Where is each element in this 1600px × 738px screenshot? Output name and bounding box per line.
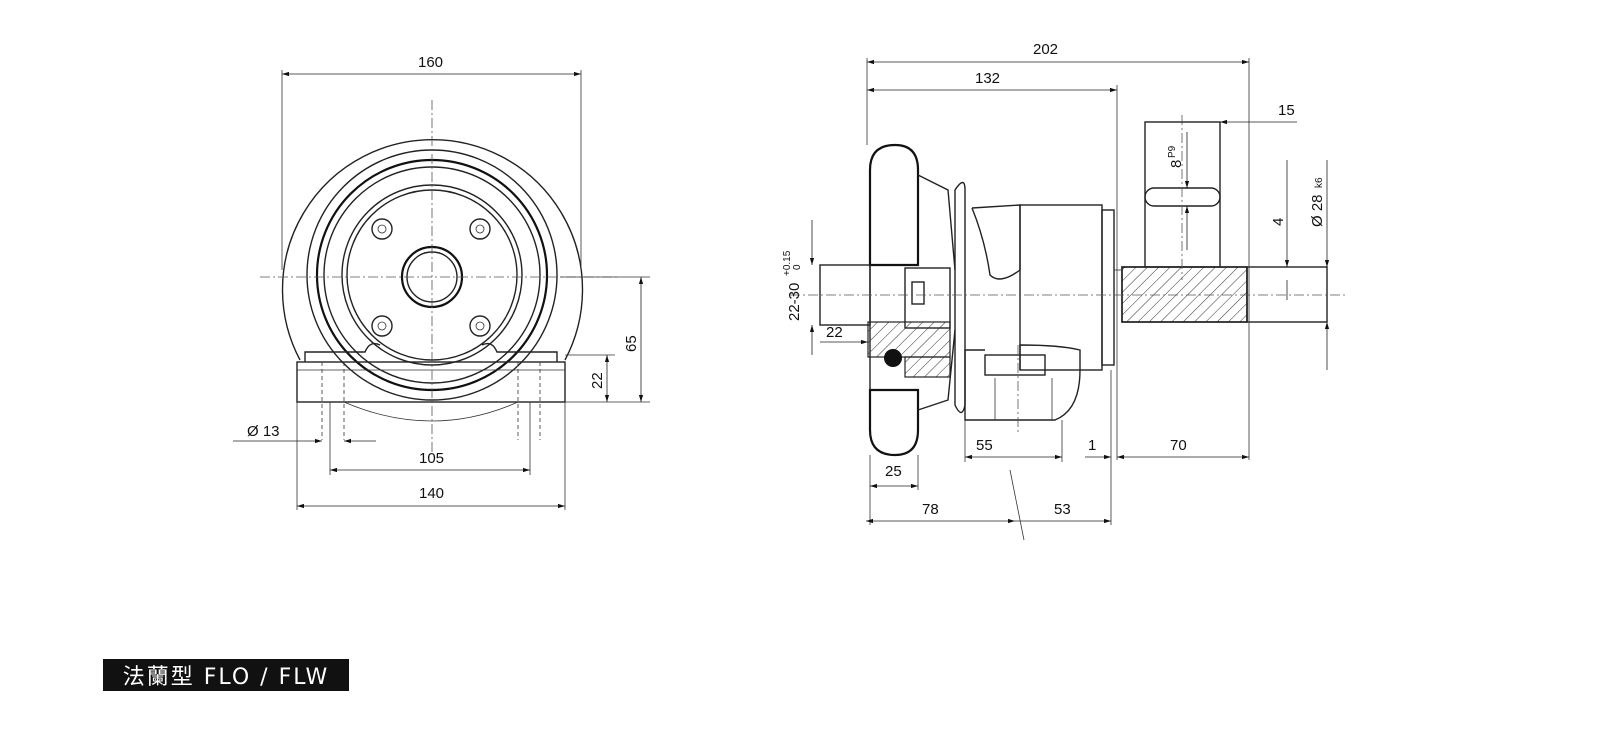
dim-keyway: 8 [1168, 160, 1185, 168]
dim-bore: 22-30 [786, 283, 803, 321]
dim-left-len: 78 [922, 501, 939, 518]
dim-hub: 22 [826, 324, 843, 341]
dim-bore-tol-upper: +0.15 [782, 250, 793, 276]
dim-gap: 1 [1088, 437, 1096, 454]
dim-overall-length: 202 [1033, 41, 1058, 58]
dim-shaft-dia: Ø 28 [1309, 194, 1326, 227]
dim-shaft-len: 70 [1170, 437, 1187, 454]
dim-boss-width: 55 [976, 437, 993, 454]
dim-hole-dia: Ø 13 [247, 423, 280, 440]
dim-flange-height: 65 [623, 335, 640, 352]
caption-label: 法蘭型 FLO / FLW [103, 659, 349, 691]
dim-shaft-ext: 15 [1278, 102, 1295, 119]
dim-base-height: 22 [589, 372, 606, 389]
dim-hole-spacing: 105 [419, 450, 444, 467]
dim-keyway-tol: P9 [1167, 145, 1178, 158]
front-view: 160 65 22 Ø 13 105 140 [233, 54, 650, 510]
dim-overall-width: 160 [418, 54, 443, 71]
dim-body-length: 132 [975, 70, 1000, 87]
dim-shaft-dia-tol: k6 [1314, 177, 1325, 188]
dim-bore-tol-lower: 0 [792, 264, 803, 270]
dim-right-len: 53 [1054, 501, 1071, 518]
dim-key-depth: 4 [1270, 218, 1287, 226]
front-base [296, 342, 566, 440]
side-view: 202 132 15 8 P9 4 Ø 28 k6 22-30 +0.15 0 … [782, 41, 1345, 541]
dim-base-width: 140 [419, 485, 444, 502]
bolt-holes [371, 218, 491, 337]
dim-rim-width: 25 [885, 463, 902, 480]
